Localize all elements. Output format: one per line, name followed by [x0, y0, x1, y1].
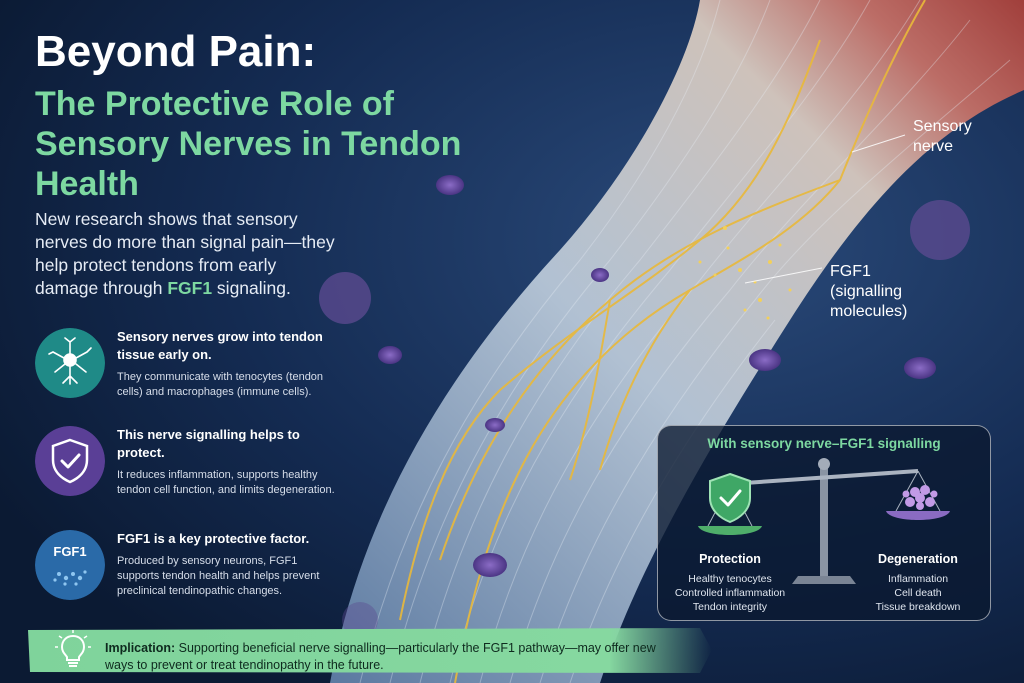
degeneration-title: Degeneration: [878, 552, 958, 566]
intro-paragraph: New research shows that sensory nerves d…: [35, 208, 335, 300]
key-point-body: They communicate with tenocytes (tendon …: [117, 371, 324, 398]
shield-check-icon: [35, 426, 105, 496]
fgf1-molecules-icon: [35, 530, 105, 600]
degeneration-item: Cell death: [894, 587, 942, 599]
callout-line: nerve: [913, 138, 954, 155]
intro-text-end: signaling.: [212, 278, 291, 298]
balance-scale-icon: [698, 458, 950, 584]
protection-item: Tendon integrity: [692, 601, 768, 613]
page-title: Beyond Pain:: [35, 27, 317, 76]
callout-fgf1: FGF1 (signalling molecules): [830, 262, 907, 322]
balance-panel: With sensory nerve–FGF1 signalling Prote…: [657, 425, 991, 621]
implication-label: Implication:: [105, 641, 176, 655]
neuron-icon: [35, 328, 105, 398]
callout-line: Sensory: [913, 118, 972, 135]
intro-text-start: New research shows that sensory nerves d…: [35, 209, 335, 298]
implication-banner: Implication: Supporting beneficial nerve…: [105, 640, 665, 674]
protection-list: Healthy tenocytes Controlled inflammatio…: [660, 572, 800, 614]
callout-line: molecules): [830, 303, 908, 320]
protection-item: Controlled inflammation: [674, 587, 786, 599]
intro-highlight-fgf1: FGF1: [167, 278, 213, 298]
degeneration-item: Tissue breakdown: [875, 601, 961, 613]
degeneration-item: Inflammation: [887, 573, 949, 585]
page-subtitle: The Protective Role of Sensory Nerves in…: [35, 85, 462, 203]
implication-text: Supporting beneficial nerve signalling—p…: [105, 641, 656, 672]
callout-sensory-nerve: Sensory nerve: [913, 117, 972, 157]
key-point-body: It reduces inflammation, supports health…: [117, 469, 335, 496]
protection-item: Healthy tenocytes: [688, 573, 772, 585]
degeneration-list: Inflammation Cell death Tissue breakdown: [848, 572, 988, 614]
panel-title: With sensory nerve–FGF1 signalling: [707, 436, 941, 451]
key-point-body: Produced by sensory neurons, FGF1 suppor…: [117, 555, 320, 597]
fgf1-icon-label: FGF1: [53, 544, 87, 559]
callout-line: FGF1: [830, 263, 871, 280]
callout-line: (signalling: [830, 283, 903, 300]
key-point-title: This nerve signalling helps to protect.: [117, 427, 300, 460]
lightbulb-icon: [55, 630, 91, 667]
key-point-title: FGF1 is a key protective factor.: [117, 531, 310, 546]
key-point-title: Sensory nerves grow into tendon tissue e…: [117, 329, 323, 362]
protection-title: Protection: [699, 552, 761, 566]
